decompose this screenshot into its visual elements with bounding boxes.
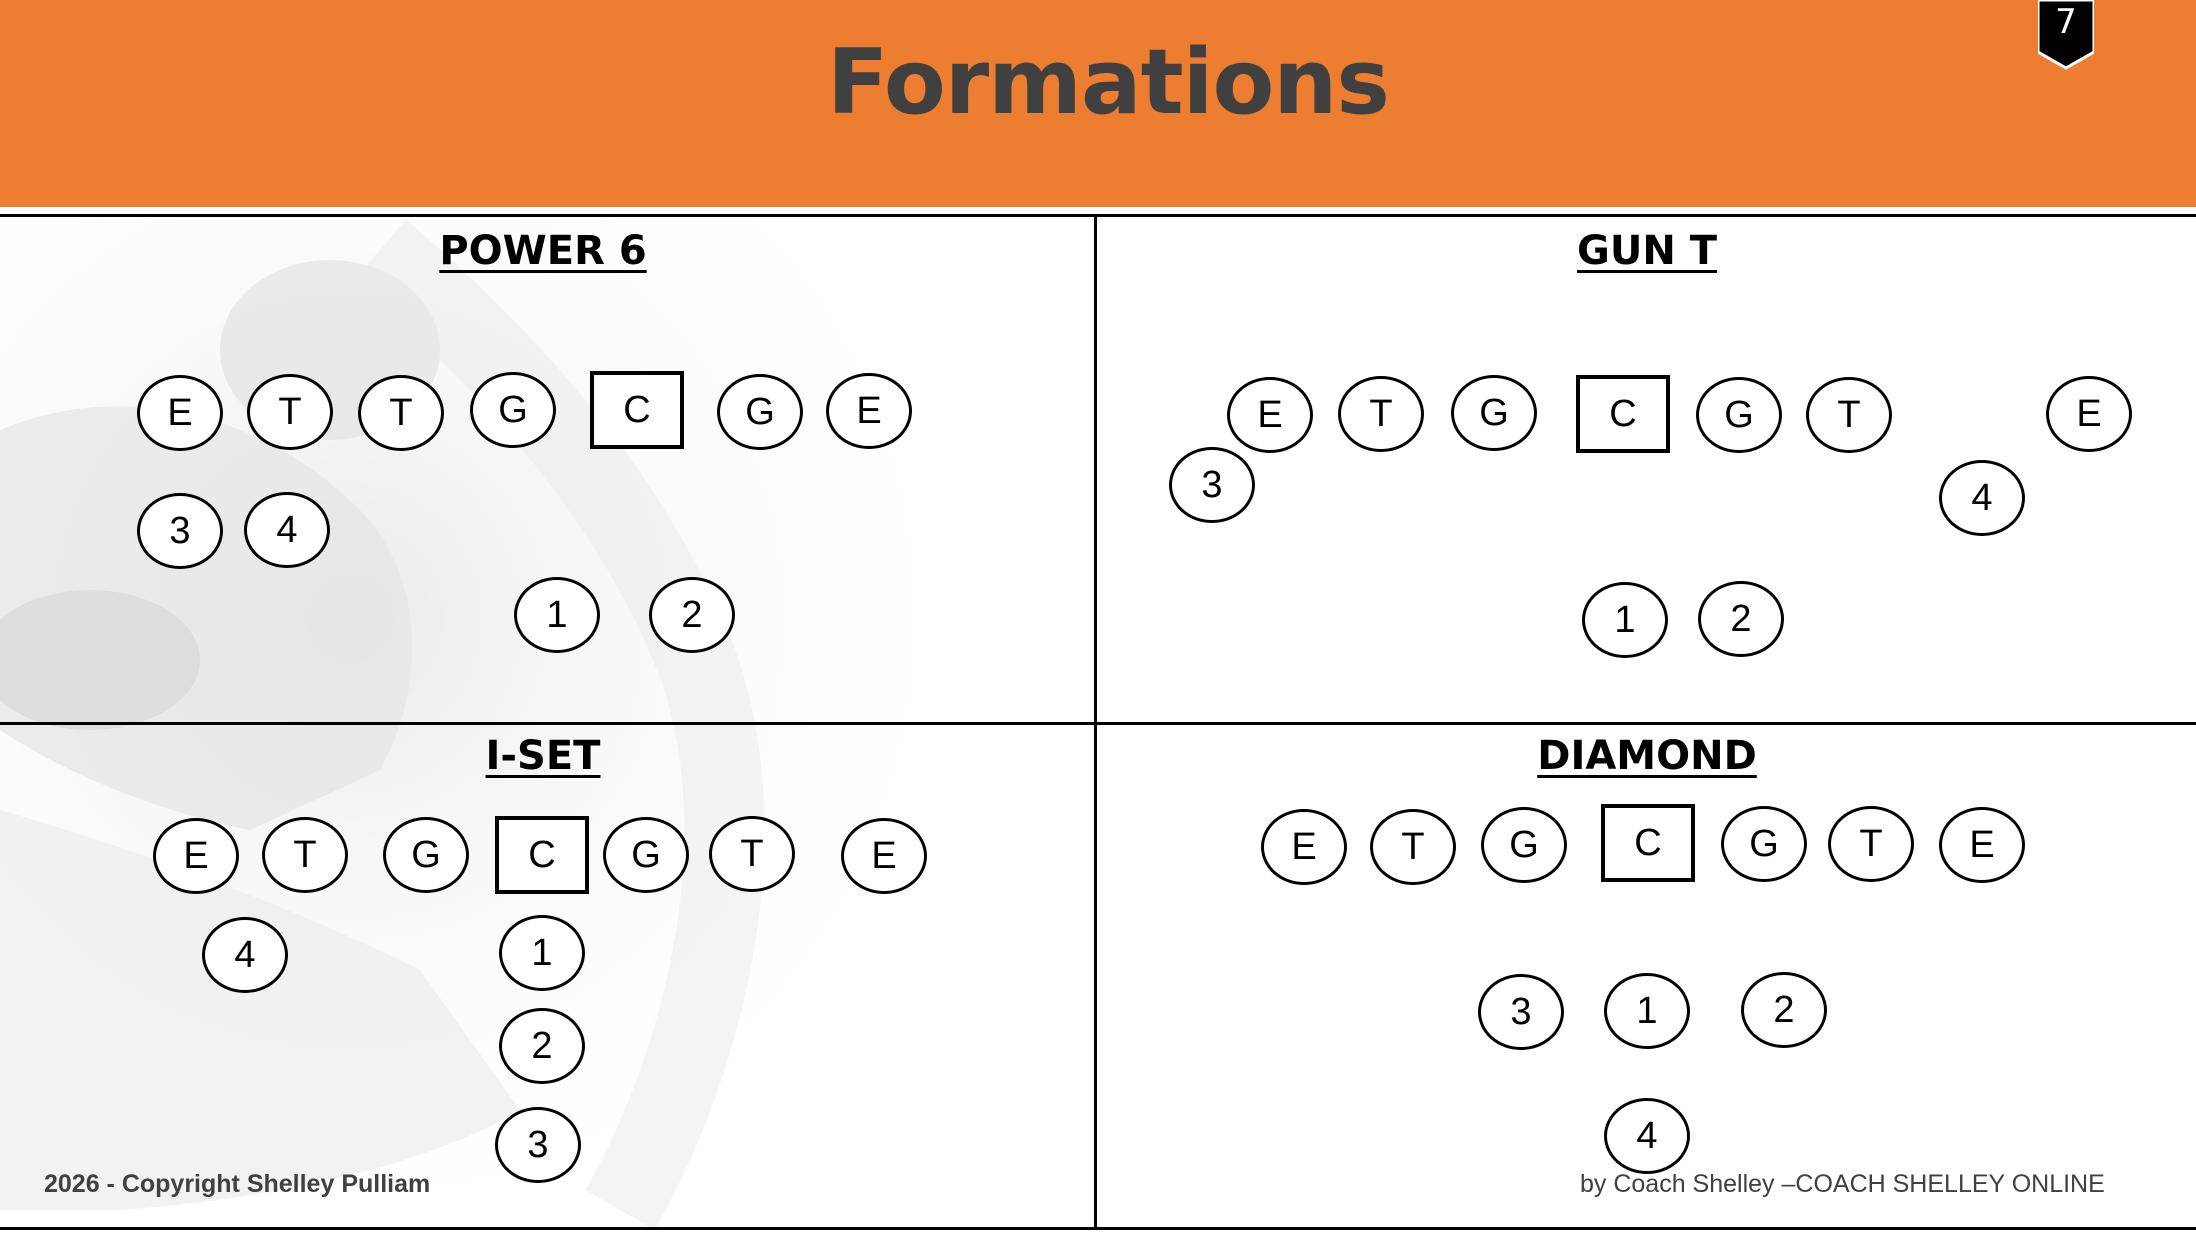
divider-bottom xyxy=(0,1227,2196,1230)
formation-title-diamond: DIAMOND xyxy=(1537,733,1757,779)
page-title: Formations xyxy=(827,30,1390,135)
player-power-6-g-3: G xyxy=(470,372,556,448)
player-gun-t-t-1: T xyxy=(1338,376,1424,452)
player-power-6-3-7: 3 xyxy=(137,493,223,569)
player-gun-t-e-0: E xyxy=(1227,377,1313,453)
copyright-text: 2026 - Copyright Shelley Pulliam xyxy=(44,1170,431,1198)
player-diamond-g-4: G xyxy=(1721,806,1807,882)
player-gun-t-2-10: 2 xyxy=(1698,581,1784,657)
player-gun-t-g-4: G xyxy=(1696,377,1782,453)
player-diamond-2-9: 2 xyxy=(1741,972,1827,1048)
player-gun-t-e-6: E xyxy=(2046,376,2132,452)
player-power-6-e-6: E xyxy=(826,373,912,449)
player-i-set-3-10: 3 xyxy=(495,1107,581,1183)
player-diamond-e-6: E xyxy=(1939,807,2025,883)
formation-title-power-6: POWER 6 xyxy=(439,228,647,274)
player-gun-t-t-5: T xyxy=(1806,377,1892,453)
player-diamond-4-10: 4 xyxy=(1604,1098,1690,1174)
player-diamond-1-8: 1 xyxy=(1604,973,1690,1049)
player-power-6-t-1: T xyxy=(247,374,333,450)
player-i-set-1-8: 1 xyxy=(499,915,585,991)
player-i-set-t-5: T xyxy=(709,816,795,892)
player-diamond-g-2: G xyxy=(1481,807,1567,883)
player-diamond-e-0: E xyxy=(1261,809,1347,885)
player-diamond-3-7: 3 xyxy=(1478,974,1564,1050)
player-i-set-4-7: 4 xyxy=(202,917,288,993)
player-gun-t-3-7: 3 xyxy=(1169,447,1255,523)
page-number-badge: 7 xyxy=(2038,0,2094,70)
player-gun-t-4-8: 4 xyxy=(1939,460,2025,536)
player-power-6-e-0: E xyxy=(137,375,223,451)
player-power-6-2-10: 2 xyxy=(649,577,735,653)
player-power-6-g-5: G xyxy=(717,374,803,450)
page-number: 7 xyxy=(2055,2,2077,42)
player-gun-t-c-3: C xyxy=(1576,375,1670,453)
player-i-set-e-6: E xyxy=(841,818,927,894)
player-power-6-t-2: T xyxy=(358,375,444,451)
player-i-set-t-1: T xyxy=(262,817,348,893)
player-diamond-c-3: C xyxy=(1601,804,1695,882)
divider-vertical xyxy=(1094,216,1097,1228)
player-gun-t-g-2: G xyxy=(1451,375,1537,451)
byline-text: by Coach Shelley –COACH SHELLEY ONLINE xyxy=(1580,1170,2105,1198)
player-i-set-2-9: 2 xyxy=(499,1008,585,1084)
formation-title-i-set: I-SET xyxy=(485,733,601,779)
player-i-set-e-0: E xyxy=(153,818,239,894)
background-football-player-image xyxy=(0,210,1000,1230)
player-i-set-g-4: G xyxy=(603,817,689,893)
divider-top xyxy=(0,214,2196,217)
divider-middle xyxy=(0,722,2196,725)
player-gun-t-1-9: 1 xyxy=(1582,582,1668,658)
player-diamond-t-1: T xyxy=(1370,809,1456,885)
player-i-set-g-2: G xyxy=(383,817,469,893)
header-bar: Formations 7 xyxy=(0,0,2196,207)
player-i-set-c-3: C xyxy=(495,816,589,894)
player-power-6-c-4: C xyxy=(590,371,684,449)
player-power-6-1-9: 1 xyxy=(514,577,600,653)
player-power-6-4-8: 4 xyxy=(244,492,330,568)
formation-title-gun-t: GUN T xyxy=(1577,228,1717,274)
player-diamond-t-5: T xyxy=(1828,806,1914,882)
